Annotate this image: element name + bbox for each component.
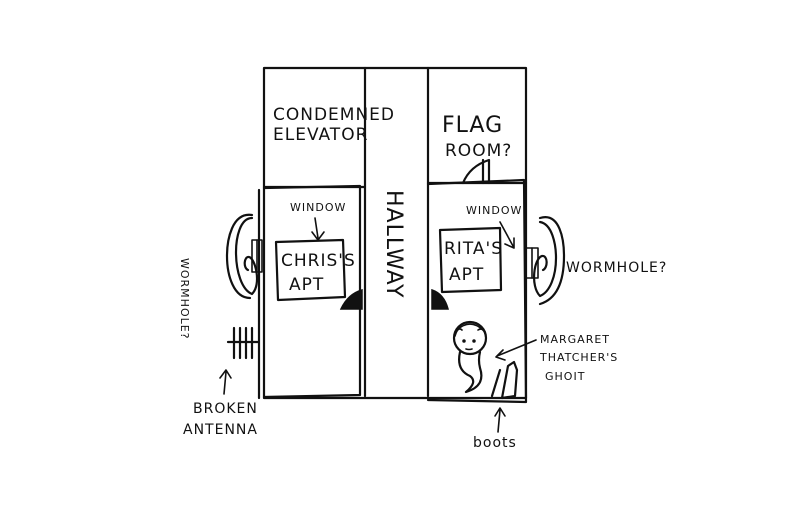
svg-text:Elevator: Elevator (273, 125, 368, 145)
svg-text:Antenna: Antenna (183, 422, 258, 438)
flag-room-door-icon (461, 158, 491, 185)
svg-text:room?: room? (445, 141, 512, 161)
svg-text:Wormhole?: Wormhole? (566, 260, 667, 276)
left-wormhole-label: Wormhole? (178, 258, 191, 340)
ghost-label: Margaret Thatcher's Ghoit (539, 333, 618, 383)
hallway-label: HALLWAY (381, 190, 406, 298)
svg-text:Apt: Apt (449, 265, 484, 285)
svg-text:Wormhole?: Wormhole? (178, 258, 191, 340)
broken-antenna-arrow (219, 369, 232, 395)
flag-room-label: Flag room? (442, 113, 512, 161)
svg-text:Flag: Flag (442, 113, 503, 138)
svg-text:boots: boots (473, 435, 517, 451)
chris-apt-box: Chris's Apt (274, 238, 356, 302)
svg-text:Ghoit: Ghoit (545, 370, 585, 383)
ghost-icon (452, 320, 488, 394)
svg-text:Chris's: Chris's (281, 251, 356, 271)
svg-text:Margaret: Margaret (540, 333, 610, 346)
condemned-elevator-label: Condemned Elevator (273, 105, 395, 145)
broken-antenna-label: Broken Antenna (183, 401, 258, 438)
right-wormhole-spiral-icon (525, 216, 566, 306)
svg-text:Window: Window (466, 204, 522, 217)
ghost-arrow (495, 339, 537, 361)
rita-apt-box: Rita's Apt (438, 226, 503, 294)
svg-text:Thatcher's: Thatcher's (539, 351, 618, 364)
boots-icon (490, 360, 519, 400)
svg-text:Apt: Apt (289, 275, 324, 295)
boots-label: boots (473, 435, 517, 451)
rita-door-icon (431, 288, 449, 310)
rita-window-label: Window (466, 204, 522, 249)
svg-text:Window: Window (290, 201, 346, 214)
broken-antenna-icon (226, 326, 260, 360)
rita-apartment-outline (426, 178, 528, 404)
svg-text:Rita's: Rita's (444, 239, 503, 259)
svg-text:Condemned: Condemned (273, 105, 395, 125)
svg-text:Broken: Broken (193, 401, 258, 417)
chris-door-icon (339, 289, 363, 310)
right-wormhole-label: Wormhole? (566, 260, 667, 276)
left-wormhole-spiral-icon (225, 213, 263, 300)
boots-arrow (494, 407, 506, 433)
svg-text:HALLWAY: HALLWAY (381, 190, 406, 298)
chris-window-label: Window (290, 201, 346, 241)
